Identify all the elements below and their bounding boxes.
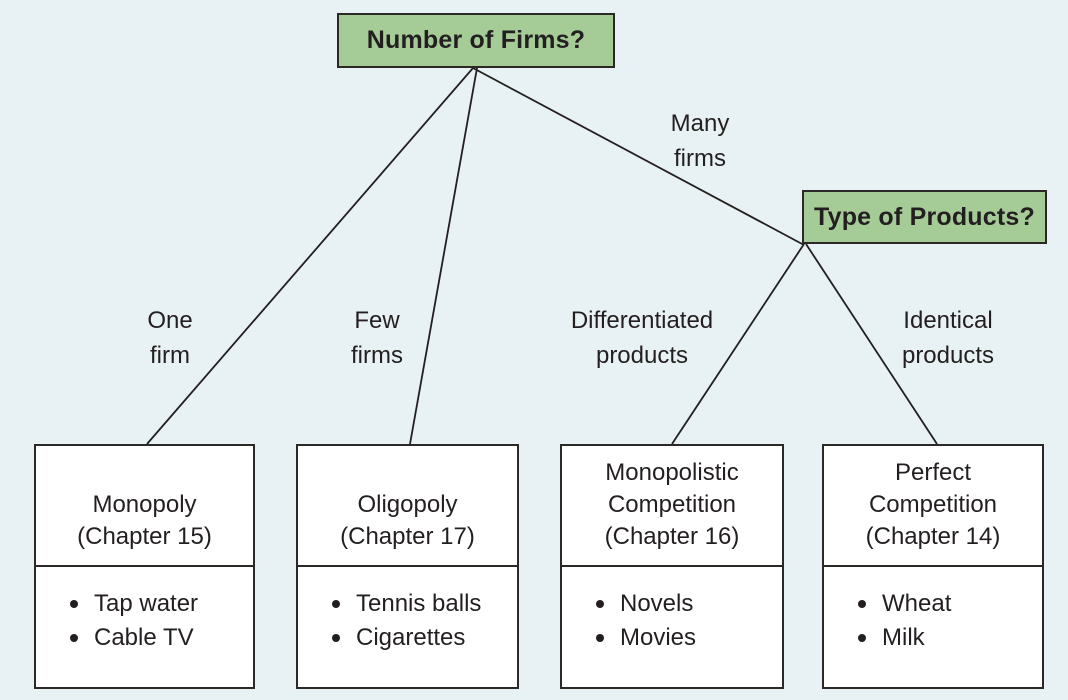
edge-few-firms	[409, 67, 478, 445]
branch-label-line: products	[901, 342, 995, 369]
example-label: Cigarettes	[356, 624, 466, 651]
question-label: Number of Firms?	[366, 26, 586, 54]
outcome-title-line: (Chapter 17)	[340, 523, 475, 550]
outcome-title: Monopolistic Competition (Chapter 16)	[562, 446, 782, 567]
list-item: Tap water	[70, 587, 247, 621]
bullet-icon	[70, 634, 78, 642]
bullet-icon	[332, 600, 340, 608]
outcome-title-line: Perfect	[894, 459, 972, 486]
list-item: Tennis balls	[332, 587, 511, 621]
question-box-number-of-firms: Number of Firms?	[337, 13, 615, 68]
branch-label-line: firms	[351, 342, 403, 369]
outcome-examples: Wheat Milk	[824, 567, 1042, 655]
edge-many-firms	[472, 67, 805, 246]
outcome-title-line: (Chapter 16)	[604, 523, 740, 550]
branch-label-line: Differentiated	[570, 307, 714, 334]
example-label: Tap water	[94, 590, 199, 617]
outcome-title-line: Monopoly	[92, 491, 197, 518]
outcome-box-perfect-competition: Perfect Competition (Chapter 14) Wheat M…	[822, 444, 1044, 689]
bullet-icon	[858, 600, 866, 608]
bullet-icon	[596, 634, 604, 642]
edge-differentiated-products	[671, 243, 805, 445]
edge-identical-products	[805, 243, 938, 445]
outcome-title-line: (Chapter 14)	[865, 523, 1001, 550]
list-item: Novels	[596, 587, 776, 621]
list-item: Milk	[858, 621, 1036, 655]
example-label: Novels	[620, 590, 694, 617]
bullet-icon	[332, 634, 340, 642]
outcome-box-monopolistic-competition: Monopolistic Competition (Chapter 16) No…	[560, 444, 784, 689]
outcome-title-line: Competition	[607, 491, 737, 518]
outcome-box-monopoly: Monopoly (Chapter 15) Tap water Cable TV	[34, 444, 255, 689]
example-label: Tennis balls	[356, 590, 482, 617]
outcome-title: Perfect Competition (Chapter 14)	[824, 446, 1042, 567]
example-label: Milk	[882, 624, 925, 651]
list-item: Wheat	[858, 587, 1036, 621]
outcome-title-line: Competition	[868, 491, 998, 518]
branch-label-line: firm	[150, 342, 190, 369]
branch-label-few-firms: Few firms	[317, 303, 437, 373]
outcome-title-line: (Chapter 15)	[77, 523, 212, 550]
branch-label-line: Identical	[903, 307, 993, 334]
outcome-examples: Novels Movies	[562, 567, 782, 655]
outcome-title: Monopoly (Chapter 15)	[36, 446, 253, 567]
outcome-title-line: Monopolistic	[605, 459, 739, 486]
branch-label-one-firm: One firm	[110, 303, 230, 373]
bullet-icon	[70, 600, 78, 608]
question-label: Type of Products?	[813, 202, 1035, 231]
outcome-box-oligopoly: Oligopoly (Chapter 17) Tennis balls Ciga…	[296, 444, 519, 689]
outcome-title: Oligopoly (Chapter 17)	[298, 446, 517, 567]
branch-label-line: One	[147, 307, 193, 334]
branch-label-line: Many	[670, 110, 730, 137]
outcome-examples: Tennis balls Cigarettes	[298, 567, 517, 655]
outcome-title-line: Oligopoly	[357, 491, 458, 518]
branch-label-many-firms: Many firms	[640, 106, 760, 176]
branch-label-line: products	[595, 342, 689, 369]
branch-label-identical-products: Identical products	[868, 303, 1028, 373]
bullet-icon	[858, 634, 866, 642]
outcome-examples: Tap water Cable TV	[36, 567, 253, 655]
question-box-type-of-products: Type of Products?	[802, 190, 1047, 244]
example-label: Cable TV	[94, 624, 194, 651]
branch-label-line: Few	[354, 307, 400, 334]
list-item: Movies	[596, 621, 776, 655]
branch-label-line: firms	[674, 145, 726, 172]
list-item: Cigarettes	[332, 621, 511, 655]
edge-one-firm	[146, 67, 474, 445]
branch-label-differentiated-products: Differentiated products	[562, 303, 722, 373]
example-label: Movies	[620, 624, 697, 651]
list-item: Cable TV	[70, 621, 247, 655]
example-label: Wheat	[882, 590, 952, 617]
bullet-icon	[596, 600, 604, 608]
